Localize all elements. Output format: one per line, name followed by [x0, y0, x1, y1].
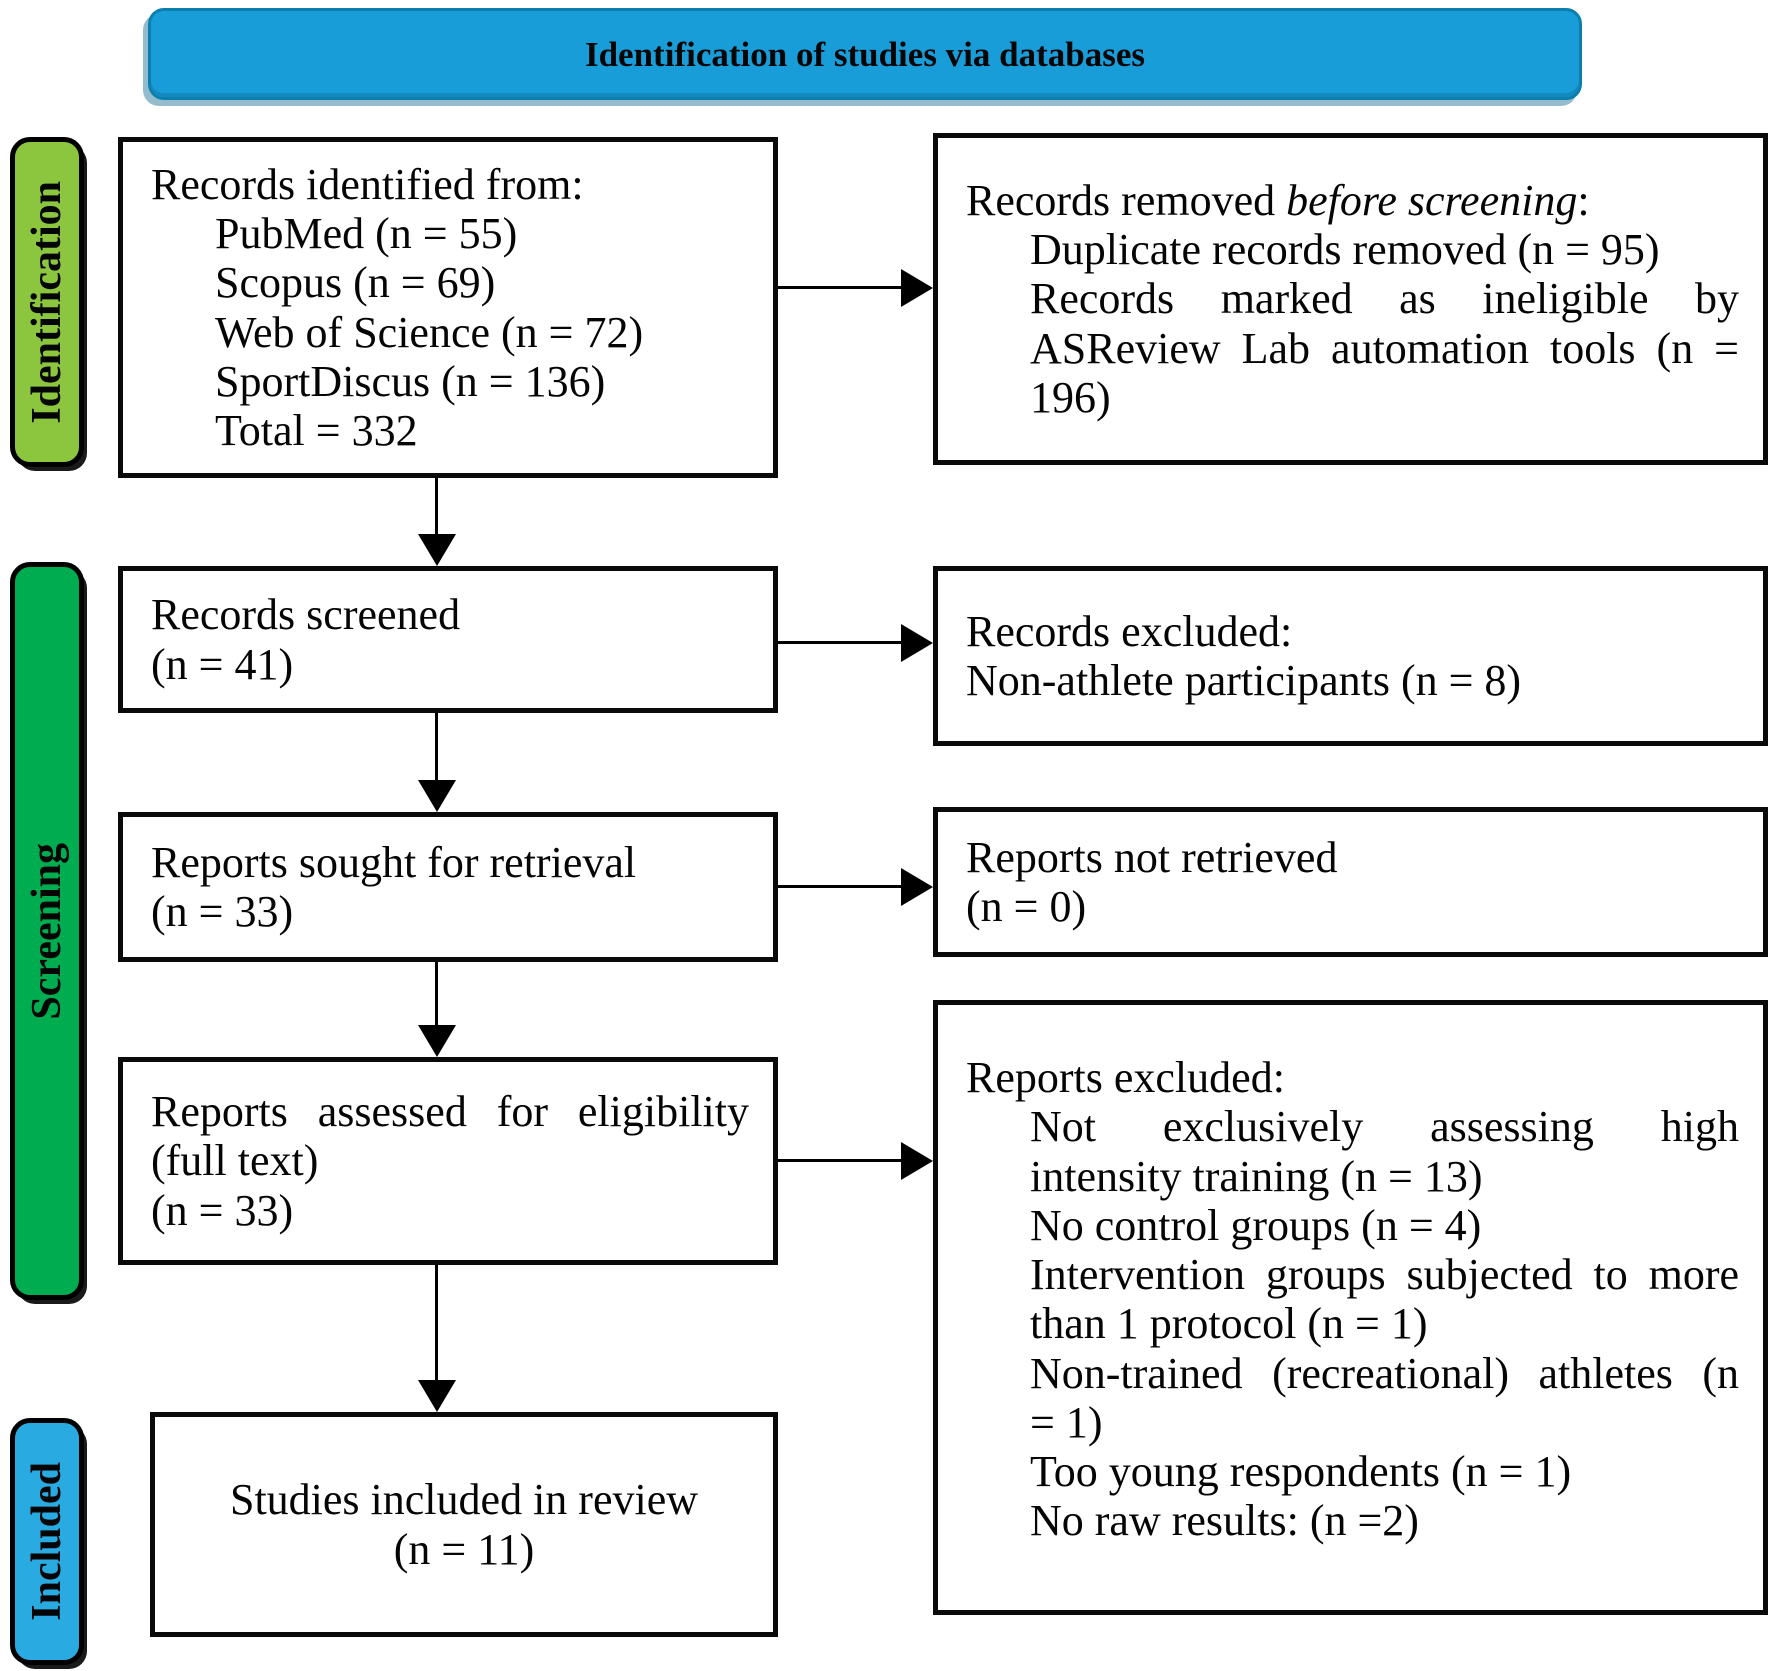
arrowhead-right-icon: [901, 1142, 933, 1180]
text-line: Total = 332: [215, 406, 418, 456]
arrowhead-right-icon: [901, 269, 933, 307]
list-item: Scopus (n = 69): [215, 258, 749, 307]
text-line: ASReview Lab automation tools (n =: [1030, 323, 1739, 373]
removed-reasons: Duplicate records removed (n = 95)Record…: [966, 225, 1739, 422]
arrowhead-down-icon: [418, 780, 456, 812]
removed-title-prefix: Records removed: [966, 175, 1287, 225]
text-line: Duplicate records removed (n = 95): [1030, 225, 1660, 275]
arrow-assessed-to-included: [418, 1265, 456, 1412]
list-item: Duplicate records removed (n = 95): [1030, 225, 1739, 274]
box-reports-not-retrieved: Reports not retrieved(n = 0): [933, 807, 1768, 957]
text-line: No control groups (n = 4): [1030, 1200, 1482, 1250]
box-studies-included: Studies included in review(n = 11): [150, 1412, 778, 1637]
list-item: Total = 332: [215, 406, 749, 455]
text-line: No raw results: (n =2): [1030, 1496, 1419, 1546]
box-records-excluded: Records excluded:Non-athlete participant…: [933, 566, 1768, 746]
list-item: Too young respondents (n = 1): [1030, 1447, 1739, 1496]
text-line: Not exclusively assessing high: [1030, 1102, 1739, 1152]
removed-title-italic: before screening: [1286, 175, 1578, 225]
box-title: Records identified from:: [151, 159, 584, 209]
removed-title-suffix: :: [1577, 175, 1590, 225]
stage-label-identification: Identification: [24, 180, 70, 424]
text-line: Records screened: [151, 590, 461, 640]
stage-bar-identification: Identification: [10, 137, 84, 467]
text-line: Reports sought for retrieval: [151, 837, 637, 887]
text-line: than 1 protocol (n = 1): [1030, 1299, 1428, 1349]
text-line: 196): [1030, 372, 1111, 422]
text-line: (n = 41): [151, 639, 294, 689]
text-line: (n = 0): [966, 882, 1087, 931]
arrow-screened-to-excluded: [778, 624, 933, 662]
list-item: PubMed (n = 55): [215, 209, 749, 258]
arrow-sought-to-assessed: [418, 962, 456, 1057]
assessed-count: (n = 33): [151, 1185, 294, 1235]
arrowhead-right-icon: [901, 624, 933, 662]
box-reports-excluded: Reports excluded: Not exclusively assess…: [933, 1000, 1768, 1615]
list-item: No raw results: (n =2): [1030, 1496, 1739, 1545]
arrow-screened-to-sought: [418, 713, 456, 812]
text-line: Records marked as ineligible by: [1030, 274, 1739, 324]
text-line: Reports assessed for eligibility: [151, 1087, 749, 1137]
list-item: Web of Science (n = 72): [215, 308, 749, 357]
stage-bar-included: Included: [10, 1418, 84, 1665]
text-line: Intervention groups subjected to more: [1030, 1250, 1739, 1300]
arrow-assessed-to-reports-excluded: [778, 1142, 933, 1180]
arrowhead-right-icon: [901, 868, 933, 906]
arrow-identified-to-screened: [418, 478, 456, 566]
text-line: Non-trained (recreational) athletes (n: [1030, 1348, 1739, 1398]
list-item: Non-trained (recreational) athletes (n= …: [1030, 1349, 1739, 1448]
text-line: (n = 11): [393, 1524, 535, 1574]
text-line: SportDiscus (n = 136): [215, 356, 606, 406]
header-title: Identification of studies via databases: [584, 34, 1146, 74]
removed-title: Records removed before screening:: [966, 176, 1739, 225]
excluded-title: Reports excluded:: [966, 1053, 1285, 1102]
text-line: Records excluded:: [966, 606, 1293, 656]
database-list: PubMed (n = 55)Scopus (n = 69)Web of Sci…: [151, 209, 749, 455]
stage-label-included: Included: [24, 1462, 70, 1621]
text-line: Scopus (n = 69): [215, 258, 496, 308]
arrowhead-down-icon: [418, 1380, 456, 1412]
text-line: PubMed (n = 55): [215, 208, 518, 258]
header-banner: Identification of studies via databases: [148, 8, 1582, 100]
text-line: intensity training (n = 13): [1030, 1151, 1483, 1201]
stage-bar-screening: Screening: [10, 562, 84, 1300]
stage-label-screening: Screening: [24, 842, 70, 1020]
text-line: Too young respondents (n = 1): [1030, 1447, 1572, 1497]
text-line: Web of Science (n = 72): [215, 307, 644, 357]
text-line: Non-athlete participants (n = 8): [966, 656, 1522, 705]
text-line: Studies included in review: [229, 1475, 698, 1525]
box-records-removed: Records removed before screening: Duplic…: [933, 133, 1768, 465]
assessed-paragraph: Reports assessed for eligibility(full te…: [151, 1087, 749, 1186]
box-reports-assessed: Reports assessed for eligibility(full te…: [118, 1057, 778, 1265]
box-records-screened: Records screened(n = 41): [118, 566, 778, 713]
list-item: No control groups (n = 4): [1030, 1201, 1739, 1250]
list-item: SportDiscus (n = 136): [215, 357, 749, 406]
box-reports-sought: Reports sought for retrieval(n = 33): [118, 812, 778, 962]
text-line: (full text): [151, 1136, 319, 1186]
box-records-identified: Records identified from: PubMed (n = 55)…: [118, 137, 778, 478]
text-line: (n = 33): [151, 887, 294, 936]
arrowhead-down-icon: [418, 1025, 456, 1057]
arrow-sought-to-not-retrieved: [778, 868, 933, 906]
arrow-identified-to-removed: [778, 269, 933, 307]
arrowhead-down-icon: [418, 534, 456, 566]
text-line: Reports not retrieved: [966, 832, 1338, 882]
text-line: = 1): [1030, 1397, 1103, 1447]
